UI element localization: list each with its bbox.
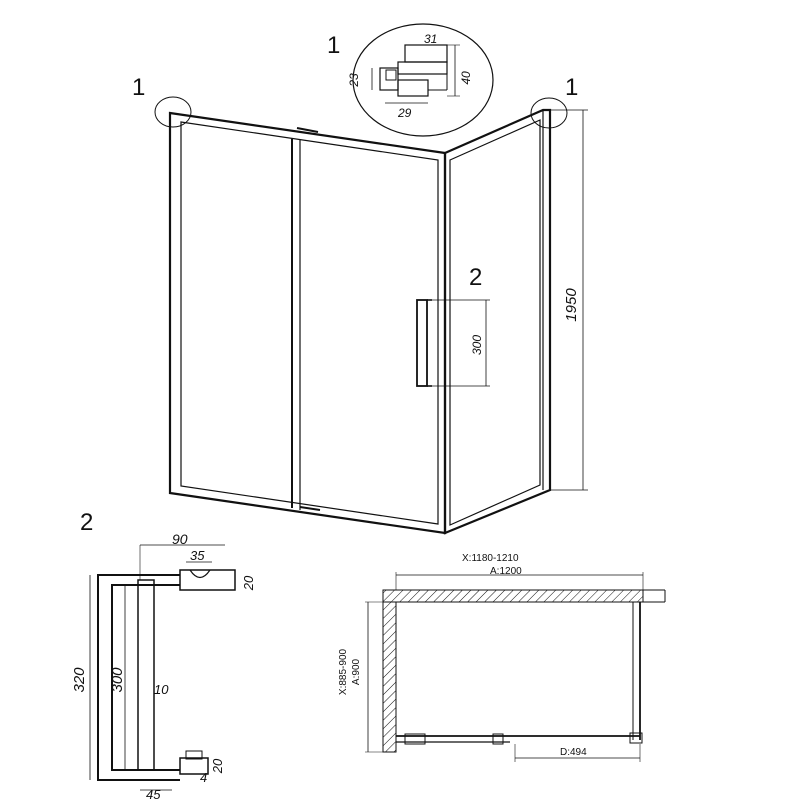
front-frame-inner: [180, 121, 439, 525]
dim-10: 10: [154, 682, 169, 697]
dim-20-top: 20: [241, 575, 256, 591]
dim-handle-300: 300: [470, 335, 484, 355]
profile-glass-slot: [385, 69, 397, 81]
dim-4: 4: [200, 770, 207, 785]
plan-x-depth: X:885-900: [338, 648, 349, 695]
bottom-guide: [299, 506, 321, 511]
dim-35: 35: [190, 548, 205, 563]
dim-90: 90: [172, 531, 188, 547]
dim-29: 29: [397, 106, 412, 120]
plan-x-width: X:1180-1210: [462, 553, 519, 564]
callout-2-detail: 2: [80, 509, 93, 536]
detail-1-circle: [352, 23, 494, 137]
bottom-mount: [179, 757, 209, 775]
side-wall: [382, 601, 397, 753]
handle-detail: 2 90 35 20 320 300 10 20 4 45: [71, 509, 256, 800]
profile-upper-block: [404, 44, 448, 63]
detail-1-marker-left: [154, 96, 192, 128]
profile-left-block: [379, 67, 399, 91]
dim-45: 45: [146, 787, 161, 800]
top-mount: [179, 569, 236, 591]
plan-view: X:1180-1210 A:1200 X:885-900 A:900 D:494: [338, 553, 666, 762]
callout-2-handle: 2: [469, 264, 482, 291]
front-frame: [168, 111, 447, 535]
bottom-mount-cap: [185, 750, 203, 760]
back-wall: [382, 589, 644, 603]
top-mount-curve: [189, 569, 211, 579]
dim-31: 31: [424, 32, 437, 46]
door-roller: [404, 733, 426, 745]
door-handle: [416, 299, 428, 387]
dim-40: 40: [459, 71, 473, 85]
dim-height-1950: 1950: [563, 288, 580, 322]
dim-23: 23: [347, 73, 361, 88]
dim-320: 320: [71, 667, 88, 693]
side-frame: [443, 108, 552, 535]
top-roller: [296, 127, 319, 133]
dim-300: 300: [109, 667, 126, 693]
plan-a-width: A:1200: [490, 566, 522, 577]
dim-20-bottom: 20: [210, 758, 225, 774]
detail-1-zoom: 31 40 23 29: [347, 23, 494, 137]
profile-middle-block: [397, 61, 448, 75]
door-stop: [492, 733, 504, 745]
handle-grip: [137, 579, 155, 771]
corner-post: [629, 732, 643, 744]
plan-a-depth: A:900: [351, 658, 362, 685]
plan-d-opening: D:494: [560, 747, 587, 758]
callout-1-zoom: 1: [327, 32, 340, 59]
enclosure-perspective: 300 2 1950: [168, 108, 588, 535]
side-frame-inner: [449, 119, 541, 526]
profile-lower-block: [397, 79, 429, 97]
callout-1-left: 1: [132, 74, 145, 101]
callout-1-right: 1: [565, 74, 578, 101]
